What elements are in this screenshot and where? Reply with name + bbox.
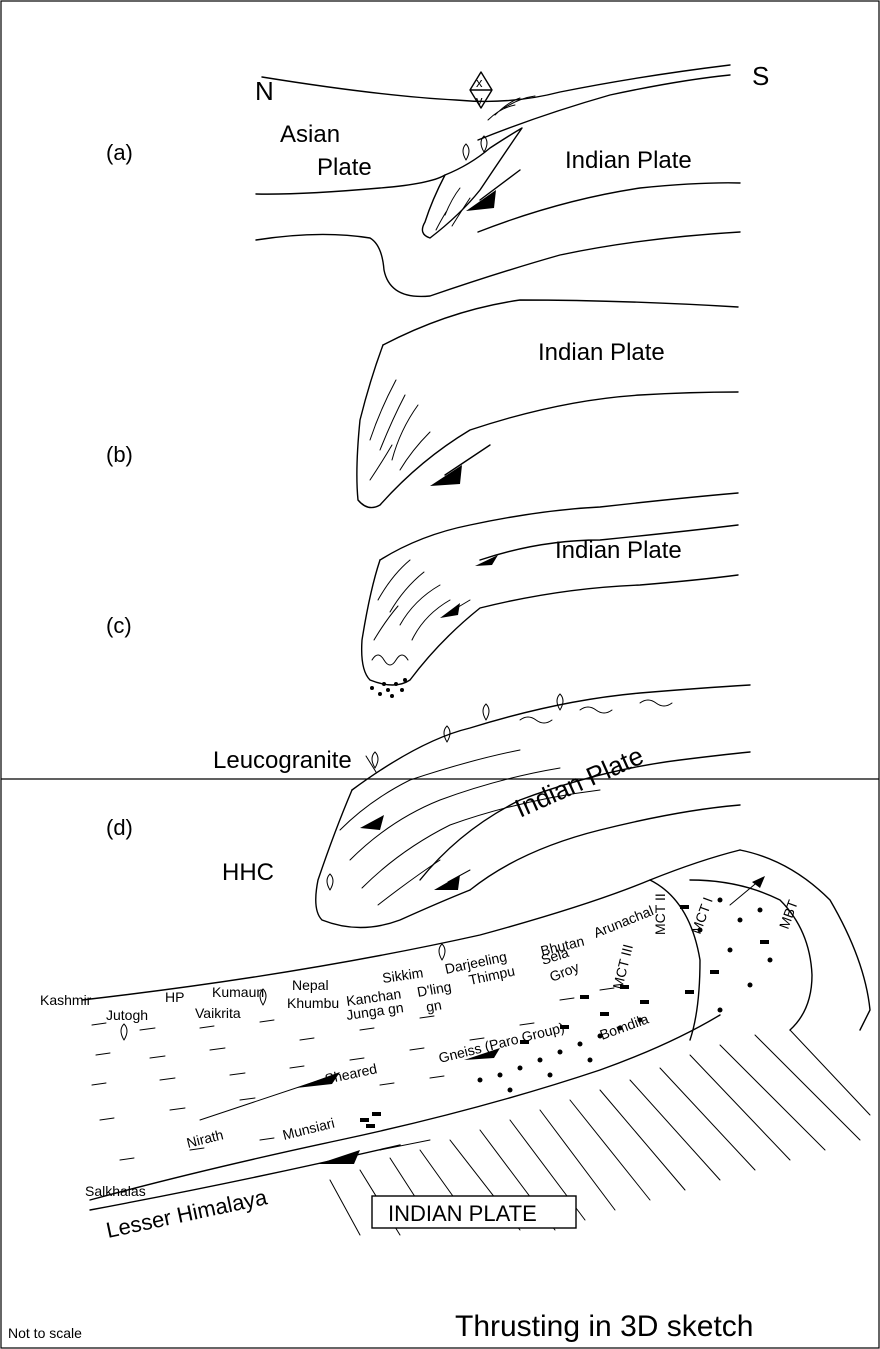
granite-drop-a1 <box>463 144 469 160</box>
fault-mct3: MCT III <box>609 943 636 991</box>
leucogranite-pointer <box>366 756 376 772</box>
asian-plate-label-line1: Asian <box>280 121 340 148</box>
not-to-scale-note: Not to scale <box>8 1325 82 1341</box>
step-c-sketch: (c) Indian Plate <box>106 493 738 698</box>
step-d-label: (d) <box>106 815 133 840</box>
fault-mct1: MCT I <box>688 895 716 936</box>
step-b-sketch: (b) Indian Plate <box>106 300 738 508</box>
unit-salkhalas: Salkhalas <box>85 1183 146 1199</box>
leucogranite-label: Leucogranite <box>213 747 352 774</box>
lithosphere-base-a <box>256 232 740 296</box>
diamond-x: x <box>476 75 483 90</box>
unit-gneiss-paro: Gneiss (Paro Group) <box>437 1019 566 1066</box>
indian-plate-body-b <box>357 345 738 508</box>
indian-plate-box-label: INDIAN PLATE <box>388 1201 537 1226</box>
step-a-sketch: N S (a) Asian Plate Indian Plate x v <box>106 61 769 296</box>
region-sikkim: Sikkim <box>381 964 424 986</box>
asian-plate-top <box>262 65 730 101</box>
region-kashmir: Kashmir <box>40 992 92 1008</box>
thrust-arrow-lesser <box>318 1150 360 1164</box>
unit-vaikrita: Vaikrita <box>195 1005 241 1021</box>
step-d-sketch: (d) Leucogranite HHC Indian Plate <box>106 685 750 928</box>
indian-plate-label-a: Indian Plate <box>565 147 692 174</box>
subduction-arrowhead-c2 <box>440 603 460 618</box>
subduction-arrow-line-a <box>480 170 520 200</box>
indian-plate-top-a <box>478 75 730 140</box>
region-nepal: Nepal <box>292 977 329 993</box>
fault-mbt: MBT <box>776 897 801 931</box>
south-label: S <box>752 61 769 91</box>
granite-drop-d3 <box>483 704 489 720</box>
granite-drop-d4 <box>557 694 563 710</box>
region-arunachal: Arunachal <box>591 902 655 940</box>
step-b-label: (b) <box>106 442 133 467</box>
shear-arrowhead-c1 <box>475 555 498 566</box>
subduction-arrowhead-b <box>430 465 462 486</box>
diamond-v: v <box>476 93 483 108</box>
unit-khumbu: Khumbu <box>287 995 339 1011</box>
shear-fabric-d <box>520 700 672 723</box>
mct1-arrowhead <box>752 876 765 888</box>
unit-sheared: Sheared <box>323 1060 378 1087</box>
indian-plate-label-d: Indian Plate <box>510 740 648 823</box>
melt-dots-c <box>370 678 407 698</box>
thrust-3d-sketch: Kashmir HP Kumaun Nepal Sikkim Darjeelin… <box>8 850 870 1343</box>
fold-lines-c <box>374 560 450 640</box>
gneiss-texture <box>360 898 773 1129</box>
subduction-arrowhead-d2 <box>434 875 460 890</box>
granite-drop-d1 <box>372 752 378 768</box>
fault-mct2: MCT II <box>652 893 668 935</box>
hhc-top-d <box>352 685 750 790</box>
unit-nirath: Nirath <box>185 1126 225 1151</box>
region-hp: HP <box>165 989 184 1005</box>
north-label: N <box>255 76 274 106</box>
shear-arrowhead-d1 <box>360 815 384 830</box>
unit-gn: gn <box>425 996 443 1014</box>
unit-jutogh: Jutogh <box>106 1007 148 1023</box>
slab-base-surface <box>90 1015 720 1200</box>
step-c-label: (c) <box>106 613 132 638</box>
step-a-label: (a) <box>106 140 133 165</box>
indian-plate-base-d <box>470 805 740 890</box>
granite-drop-b1 <box>121 1024 127 1040</box>
hhc-tip-d <box>316 790 470 928</box>
indian-plate-label-b: Indian Plate <box>538 339 665 366</box>
unit-munsiari: Munsiari <box>281 1115 336 1143</box>
figure-caption: Thrusting in 3D sketch <box>455 1310 753 1343</box>
hhc-label: HHC <box>222 859 274 886</box>
fold-tip-c <box>372 655 408 665</box>
thrust-arrow-lesser-line <box>380 1140 430 1150</box>
thrust-arrow-sheared-line <box>200 1080 320 1120</box>
asian-plate-label-line2: Plate <box>317 154 372 181</box>
region-kumaun: Kumaun <box>212 984 264 1000</box>
slab-folds-a <box>436 188 470 230</box>
granite-drop-b3 <box>439 944 445 960</box>
subduction-arrow-line-b <box>445 445 490 475</box>
granite-drop-d5 <box>327 874 333 890</box>
indian-plate-mid-a <box>478 183 740 232</box>
granite-drop-a2 <box>481 136 487 152</box>
indian-plate-base-c <box>362 560 738 685</box>
